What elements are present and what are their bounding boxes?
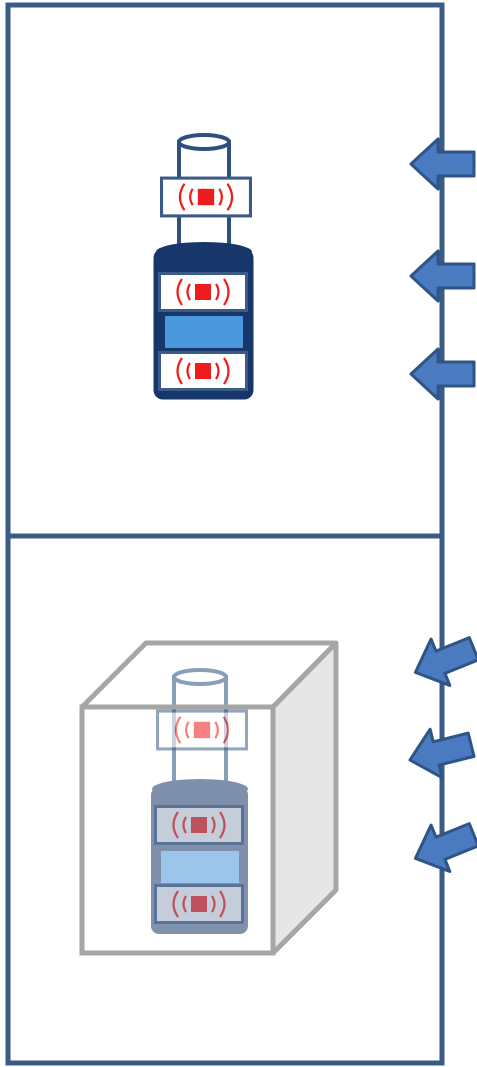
bottle-shoulder — [152, 779, 248, 799]
panel-frame — [5, 2, 445, 1066]
rfid-tag-icon — [158, 271, 248, 313]
rfid-tag-group — [154, 709, 248, 925]
rfid-tag-icon — [160, 176, 252, 218]
bottom-panel — [79, 624, 477, 956]
top-panel — [153, 133, 476, 401]
rfid-tag-icon — [156, 709, 248, 751]
bottle-band — [165, 316, 243, 348]
bottle-shoulder — [156, 242, 252, 262]
bottle-cap — [177, 133, 231, 151]
bottle-cap — [172, 668, 228, 686]
box-front-face — [79, 704, 276, 956]
bottle-band — [161, 851, 239, 883]
rfid-tag-icon — [154, 883, 244, 925]
rfid-tag-icon — [158, 350, 248, 392]
rfid-tag-icon — [154, 804, 244, 846]
